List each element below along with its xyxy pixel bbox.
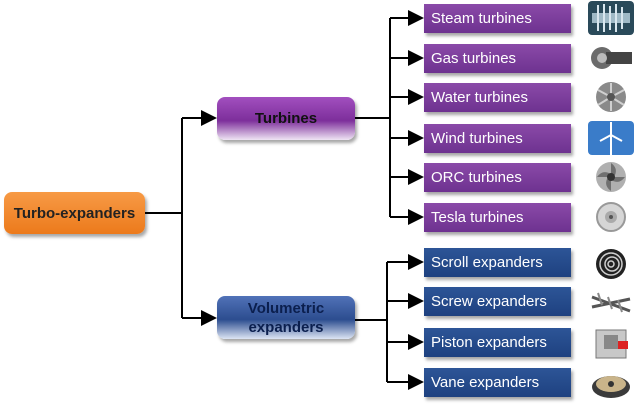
leaf-screw-expanders: Screw expanders [424,287,571,316]
leaf-label: Gas turbines [431,50,517,67]
leaf-water-turbines: Water turbines [424,83,571,112]
screw-expander-icon [588,287,634,321]
leaf-piston-expanders: Piston expanders [424,328,571,357]
leaf-label: Steam turbines [431,10,532,27]
root-label: Turbo-expanders [13,204,136,222]
leaf-vane-expanders: Vane expanders [424,368,571,397]
leaf-label: Screw expanders [431,293,547,310]
leaf-label: ORC turbines [431,169,522,186]
root-node-turbo-expanders: Turbo-expanders [4,192,145,234]
gas-turbine-icon [588,41,634,75]
steam-turbine-icon [588,1,634,35]
wind-turbine-icon [588,121,634,155]
leaf-orc-turbines: ORC turbines [424,163,571,192]
leaf-label: Piston expanders [431,334,547,351]
category-label-turbines: Turbines [254,110,318,127]
leaf-label: Water turbines [431,89,528,106]
category-label-volumetric-line1: Volumetric [247,299,325,317]
category-volumetric-expanders: Volumetric expanders [217,296,355,339]
leaf-scroll-expanders: Scroll expanders [424,248,571,277]
leaf-label: Tesla turbines [431,209,524,226]
leaf-tesla-turbines: Tesla turbines [424,203,571,232]
leaf-label: Scroll expanders [431,254,543,271]
water-turbine-icon [588,80,634,114]
leaf-gas-turbines: Gas turbines [424,44,571,73]
leaf-steam-turbines: Steam turbines [424,4,571,33]
vane-expander-icon [588,367,634,401]
leaf-wind-turbines: Wind turbines [424,124,571,153]
leaf-label: Vane expanders [431,374,540,391]
scroll-expander-icon [588,247,634,281]
category-label-volumetric-line2: expanders [248,318,324,336]
category-turbines: Turbines [217,97,355,140]
leaf-label: Wind turbines [431,130,523,147]
tesla-turbine-icon [588,200,634,234]
orc-turbine-icon [588,160,634,194]
piston-expander-icon [588,327,634,361]
